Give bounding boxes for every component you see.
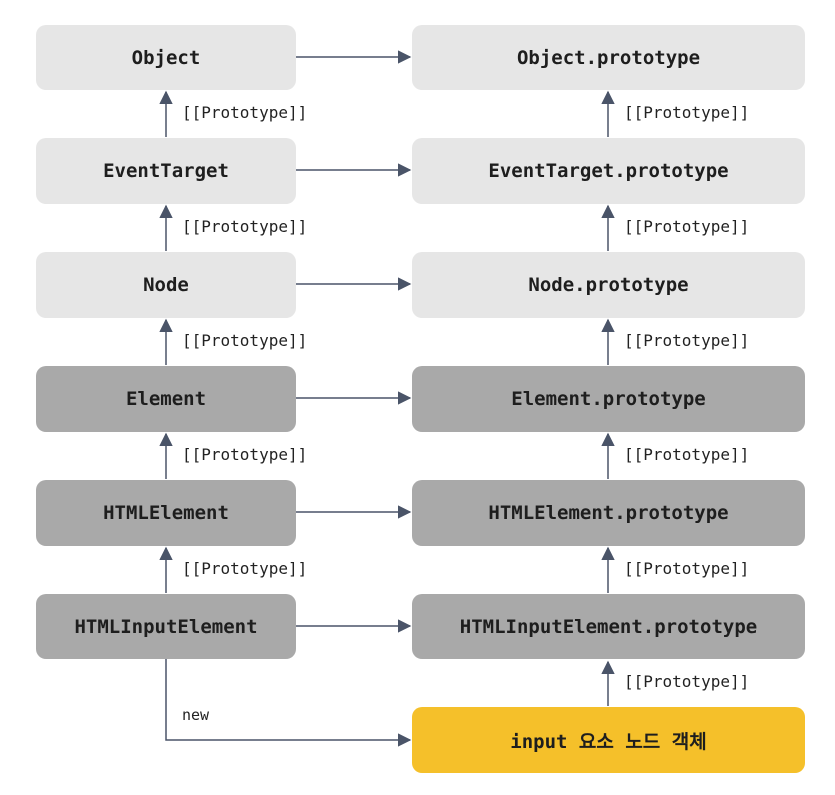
prototype-label: [[Prototype]] <box>624 331 750 350</box>
htmlinputelement-box: HTMLInputElement <box>36 594 296 659</box>
object-prototype-box: Object.prototype <box>412 25 805 90</box>
htmlinputelement-prototype-box: HTMLInputElement.prototype <box>412 594 805 659</box>
prototype-label: [[Prototype]] <box>182 217 308 236</box>
prototype-label: [[Prototype]] <box>182 559 308 578</box>
new-label: new <box>182 706 210 724</box>
htmlelement-box: HTMLElement <box>36 480 296 546</box>
prototype-label: [[Prototype]] <box>624 217 750 236</box>
prototype-label: [[Prototype]] <box>624 672 750 691</box>
prototype-label: [[Prototype]] <box>624 445 750 464</box>
htmlelement-prototype-box: HTMLElement.prototype <box>412 480 805 546</box>
arrow-new <box>165 659 412 747</box>
prototype-label: [[Prototype]] <box>182 103 308 122</box>
eventtarget-prototype-box: EventTarget.prototype <box>412 138 805 204</box>
object-box: Object <box>36 25 296 90</box>
element-prototype-box: Element.prototype <box>412 366 805 432</box>
node-box: Node <box>36 252 296 318</box>
prototype-label: [[Prototype]] <box>182 445 308 464</box>
prototype-label: [[Prototype]] <box>624 103 750 122</box>
prototype-label: [[Prototype]] <box>182 331 308 350</box>
element-box: Element <box>36 366 296 432</box>
input-node-object-box: input 요소 노드 객체 <box>412 707 805 773</box>
node-prototype-box: Node.prototype <box>412 252 805 318</box>
prototype-label: [[Prototype]] <box>624 559 750 578</box>
eventtarget-box: EventTarget <box>36 138 296 204</box>
